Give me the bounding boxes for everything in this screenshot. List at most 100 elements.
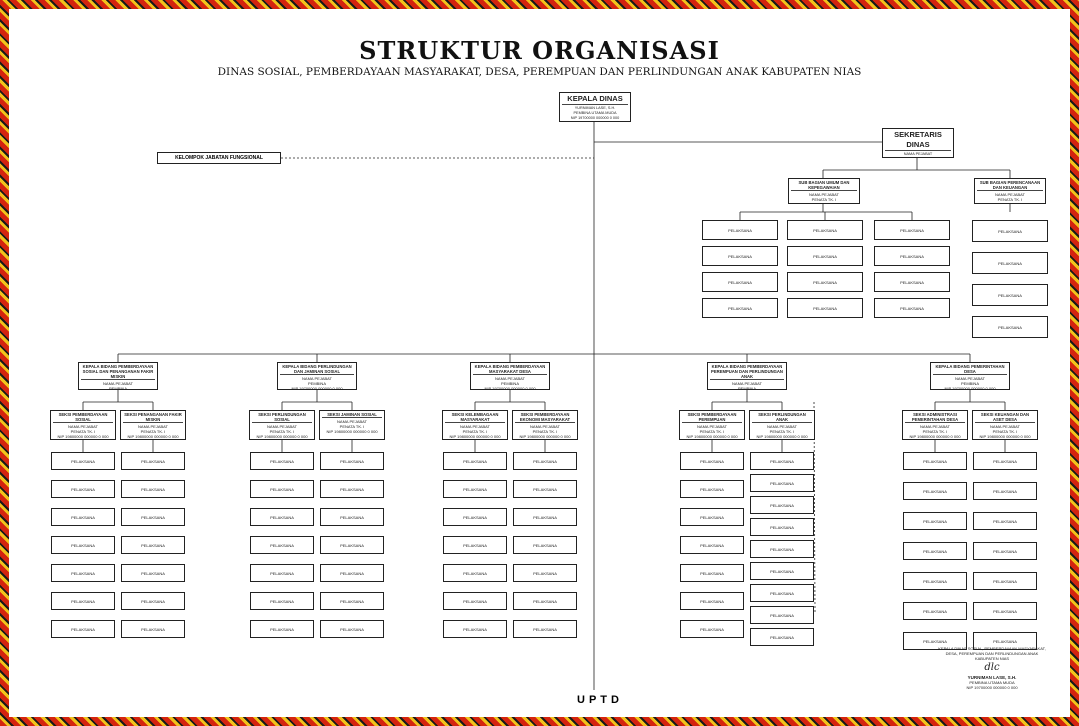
seksi-staff-10-4: PELAKSANA [973, 572, 1037, 590]
seksi-staff-5-1: PELAKSANA [443, 480, 507, 498]
seksi-box-2-line: NAMA PEJABAT [138, 424, 168, 429]
signature-line-3: KABUPATEN NIAS [974, 656, 1010, 661]
page-title: STRUKTUR ORGANISASI [359, 36, 720, 65]
staff-label: PELAKSANA [463, 515, 487, 520]
sekretariat-staff-2-0: PELAKSANA [874, 220, 950, 240]
bidang-box-5-title: KEPALA BIDANG PEMERINTAHAN DESA [933, 364, 1007, 375]
staff-label: PELAKSANA [340, 627, 364, 632]
seksi-staff-2-5: PELAKSANA [121, 592, 185, 610]
seksi-box-1-line: NIP 19800000 000000 0 000 [57, 434, 109, 439]
staff-label: PELAKSANA [141, 543, 165, 548]
seksi-staff-9-0: PELAKSANA [903, 452, 967, 470]
staff-label: PELAKSANA [728, 254, 752, 259]
seksi-staff-5-4: PELAKSANA [443, 564, 507, 582]
staff-label: PELAKSANA [700, 487, 724, 492]
bidang-box-4: KEPALA BIDANG PEMBERDAYAAN PEREMPUAN DAN… [707, 362, 787, 390]
seksi-staff-6-5: PELAKSANA [513, 592, 577, 610]
seksi-staff-9-1: PELAKSANA [903, 482, 967, 500]
staff-label: PELAKSANA [900, 228, 924, 233]
seksi-box-5-line: NAMA PEJABAT [460, 424, 490, 429]
staff-label: PELAKSANA [463, 543, 487, 548]
staff-label: PELAKSANA [71, 515, 95, 520]
staff-label: PELAKSANA [998, 229, 1022, 234]
staff-label: PELAKSANA [533, 543, 557, 548]
seksi-box-1-title: SEKSI PEMBERDAYAAN SOSIAL [53, 412, 113, 423]
seksi-box-1-line: PENATA TK. I [70, 429, 96, 434]
staff-label: PELAKSANA [463, 487, 487, 492]
signature-paraf: dlc [984, 662, 1000, 673]
staff-label: PELAKSANA [270, 515, 294, 520]
staff-label: PELAKSANA [463, 571, 487, 576]
staff-label: PELAKSANA [923, 489, 947, 494]
staff-label: PELAKSANA [340, 515, 364, 520]
seksi-box-4-line: PENATA TK. I [339, 424, 365, 429]
subbag-keuangan-box-line: NAMA PEJABAT [995, 192, 1025, 197]
signature-line-2: DESA, PEREMPUAN DAN PERLINDUNGAN ANAK [945, 651, 1039, 656]
seksi-box-9-line: NIP 19800000 000000 0 000 [909, 434, 961, 439]
staff-label: PELAKSANA [770, 635, 794, 640]
seksi-staff-1-0: PELAKSANA [51, 452, 115, 470]
seksi-box-8-line: NIP 19800000 000000 0 000 [756, 434, 808, 439]
staff-label: PELAKSANA [813, 306, 837, 311]
bidang-box-1-line: PEMBINA [108, 386, 127, 390]
seksi-box-6-line: PENATA TK. I [532, 429, 558, 434]
seksi-staff-7-3: PELAKSANA [680, 536, 744, 554]
staff-label: PELAKSANA [270, 627, 294, 632]
staff-label: PELAKSANA [813, 228, 837, 233]
kepala-dinas-box-line: NIP 19700000 000000 0 000 [570, 116, 620, 120]
seksi-staff-4-1: PELAKSANA [320, 480, 384, 498]
bidang-box-3-line: NAMA PEJABAT [495, 376, 525, 381]
seksi-staff-2-0: PELAKSANA [121, 452, 185, 470]
seksi-staff-7-5: PELAKSANA [680, 592, 744, 610]
seksi-staff-10-5: PELAKSANA [973, 602, 1037, 620]
seksi-staff-8-7: PELAKSANA [750, 606, 814, 624]
staff-label: PELAKSANA [998, 325, 1022, 330]
seksi-box-3-line: PENATA TK. I [269, 429, 295, 434]
seksi-staff-10-6: PELAKSANA [973, 632, 1037, 650]
seksi-staff-3-4: PELAKSANA [250, 564, 314, 582]
staff-label: PELAKSANA [141, 515, 165, 520]
kepala-dinas-box-line: YURNIMAN LASE, S.H. [574, 106, 616, 110]
seksi-staff-3-0: PELAKSANA [250, 452, 314, 470]
seksi-box-8-title: SEKSI PERLINDUNGAN ANAK [752, 412, 812, 423]
seksi-staff-4-2: PELAKSANA [320, 508, 384, 526]
seksi-box-7-line: PENATA TK. I [699, 429, 725, 434]
seksi-staff-9-2: PELAKSANA [903, 512, 967, 530]
seksi-staff-8-3: PELAKSANA [750, 518, 814, 536]
staff-label: PELAKSANA [900, 254, 924, 259]
seksi-staff-6-0: PELAKSANA [513, 452, 577, 470]
bidang-box-2-line: PEMBINA [307, 381, 326, 386]
seksi-box-10-line: NAMA PEJABAT [990, 424, 1020, 429]
seksi-staff-8-6: PELAKSANA [750, 584, 814, 602]
keuangan-staff-1: PELAKSANA [972, 252, 1048, 274]
staff-label: PELAKSANA [728, 280, 752, 285]
seksi-box-5-title: SEKSI KELEMBAGAAN MASYARAKAT [445, 412, 505, 423]
bidang-box-3: KEPALA BIDANG PEMBERDAYAAN MASYARAKAT DE… [470, 362, 550, 390]
staff-label: PELAKSANA [463, 459, 487, 464]
kepala-dinas-box-title: KEPALA DINAS [562, 94, 628, 105]
seksi-staff-9-6: PELAKSANA [903, 632, 967, 650]
kepala-dinas-box-line: PEMBINA UTAMA MUDA [573, 111, 617, 115]
seksi-box-8-line: NAMA PEJABAT [767, 424, 797, 429]
signature-block: KEPALA DINAS SOSIAL, PEMBERDAYAAN MASYAR… [928, 646, 1056, 690]
staff-label: PELAKSANA [141, 599, 165, 604]
seksi-box-6-line: NIP 19800000 000000 0 000 [519, 434, 571, 439]
seksi-box-10-title: SEKSI KEUANGAN DAN ASET DESA [975, 412, 1035, 423]
seksi-box-6-line: NAMA PEJABAT [530, 424, 560, 429]
seksi-staff-10-0: PELAKSANA [973, 452, 1037, 470]
bidang-box-5-line: NIP 19700000 000000 0 000 [944, 386, 996, 390]
sekretariat-staff-1-2: PELAKSANA [787, 272, 863, 292]
staff-label: PELAKSANA [71, 543, 95, 548]
bidang-box-5-line: PEMBINA [960, 381, 979, 386]
seksi-staff-8-2: PELAKSANA [750, 496, 814, 514]
bidang-box-1-title: KEPALA BIDANG PEMBERDAYAAN SOSIAL DAN PE… [81, 364, 155, 380]
kelompok-jabatan-fungsional-box: KELOMPOK JABATAN FUNGSIONAL [157, 152, 281, 164]
seksi-staff-3-6: PELAKSANA [250, 620, 314, 638]
seksi-staff-4-4: PELAKSANA [320, 564, 384, 582]
